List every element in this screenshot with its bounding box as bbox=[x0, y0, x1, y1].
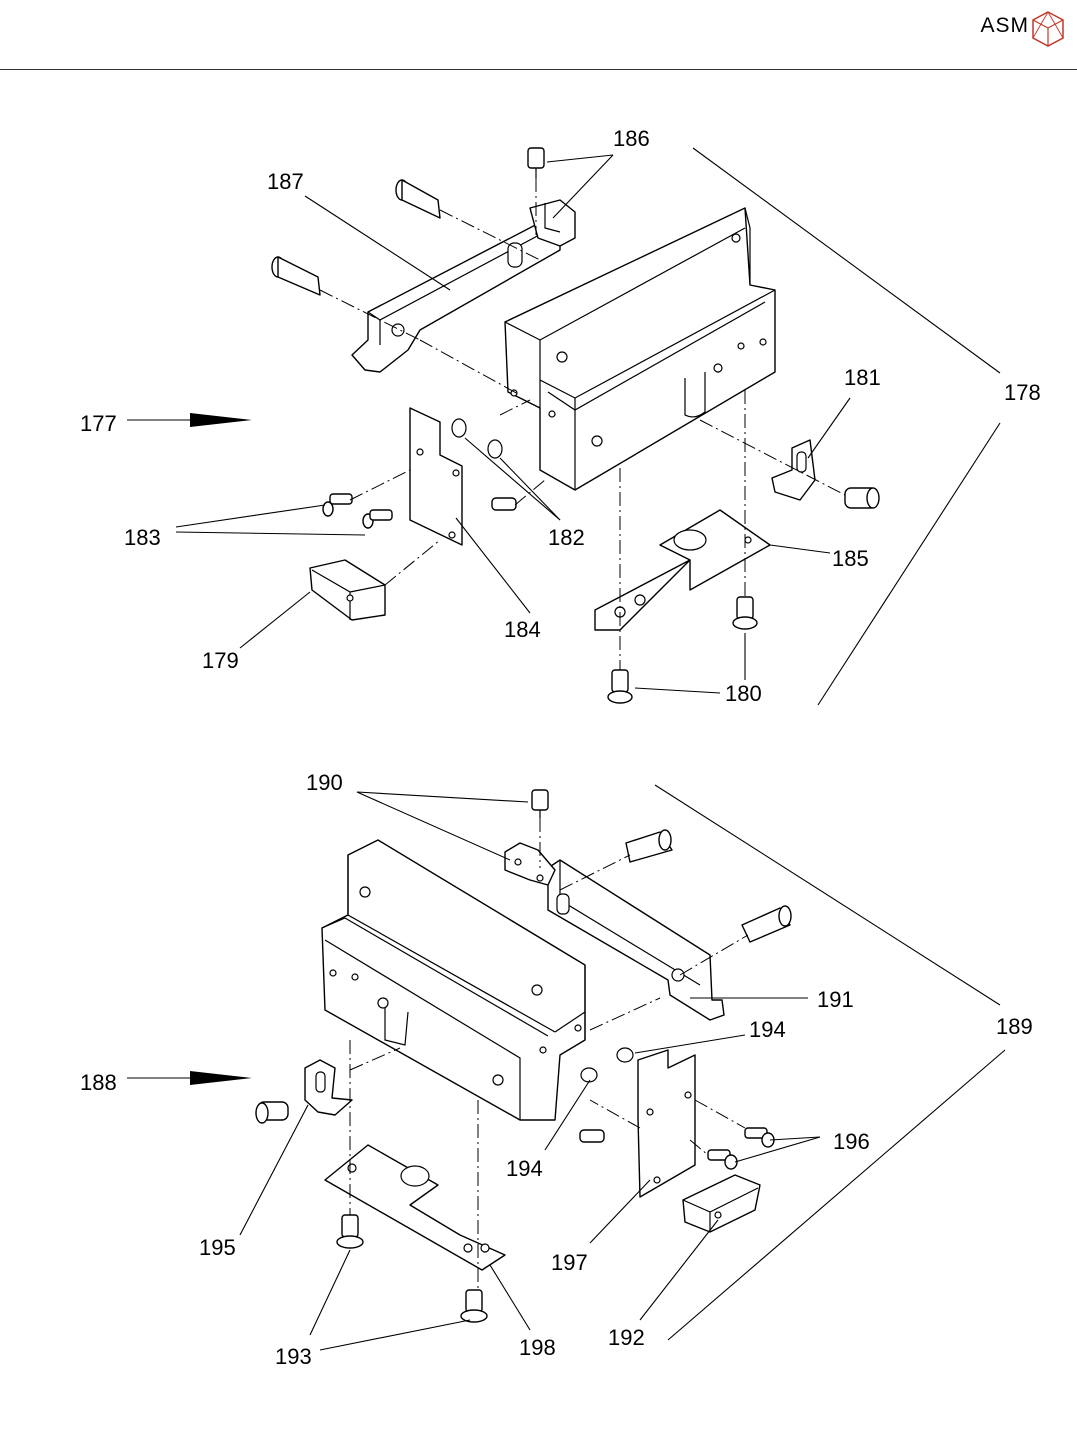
lower-screws-193 bbox=[337, 1215, 487, 1322]
callout-187: 187 bbox=[267, 169, 304, 194]
lower-clip-190 bbox=[505, 790, 555, 885]
upper-block-179 bbox=[310, 560, 385, 620]
lower-assembly-arrow bbox=[127, 1071, 252, 1085]
callout-182: 182 bbox=[548, 525, 585, 550]
lower-washers-194 bbox=[581, 1048, 633, 1082]
callout-189: 189 bbox=[996, 1014, 1033, 1039]
lower-block-192 bbox=[683, 1175, 760, 1232]
callout-178: 178 bbox=[1004, 380, 1041, 405]
callout-196: 196 bbox=[833, 1129, 870, 1154]
callout-186: 186 bbox=[613, 126, 650, 151]
callout-194-upper: 194 bbox=[749, 1017, 786, 1042]
callout-191: 191 bbox=[817, 987, 854, 1012]
upper-assembly bbox=[127, 148, 1000, 705]
callout-194-lower: 194 bbox=[506, 1156, 543, 1181]
callout-198: 198 bbox=[519, 1335, 556, 1360]
callout-184: 184 bbox=[504, 617, 541, 642]
callout-192: 192 bbox=[608, 1325, 645, 1350]
callout-193: 193 bbox=[275, 1344, 312, 1369]
upper-bracket-181 bbox=[772, 440, 879, 508]
callout-190: 190 bbox=[306, 770, 343, 795]
upper-assembly-arrow bbox=[127, 413, 252, 427]
lower-plate-197 bbox=[638, 1050, 695, 1197]
callout-180: 180 bbox=[725, 681, 762, 706]
callout-177: 177 bbox=[80, 411, 117, 436]
callout-185: 185 bbox=[832, 546, 869, 571]
callout-195: 195 bbox=[199, 1235, 236, 1260]
callout-188: 188 bbox=[80, 1070, 117, 1095]
upper-washers-182 bbox=[452, 419, 502, 458]
callout-181: 181 bbox=[844, 365, 881, 390]
callout-197: 197 bbox=[551, 1250, 588, 1275]
callout-183: 183 bbox=[124, 525, 161, 550]
callout-179: 179 bbox=[202, 648, 239, 673]
